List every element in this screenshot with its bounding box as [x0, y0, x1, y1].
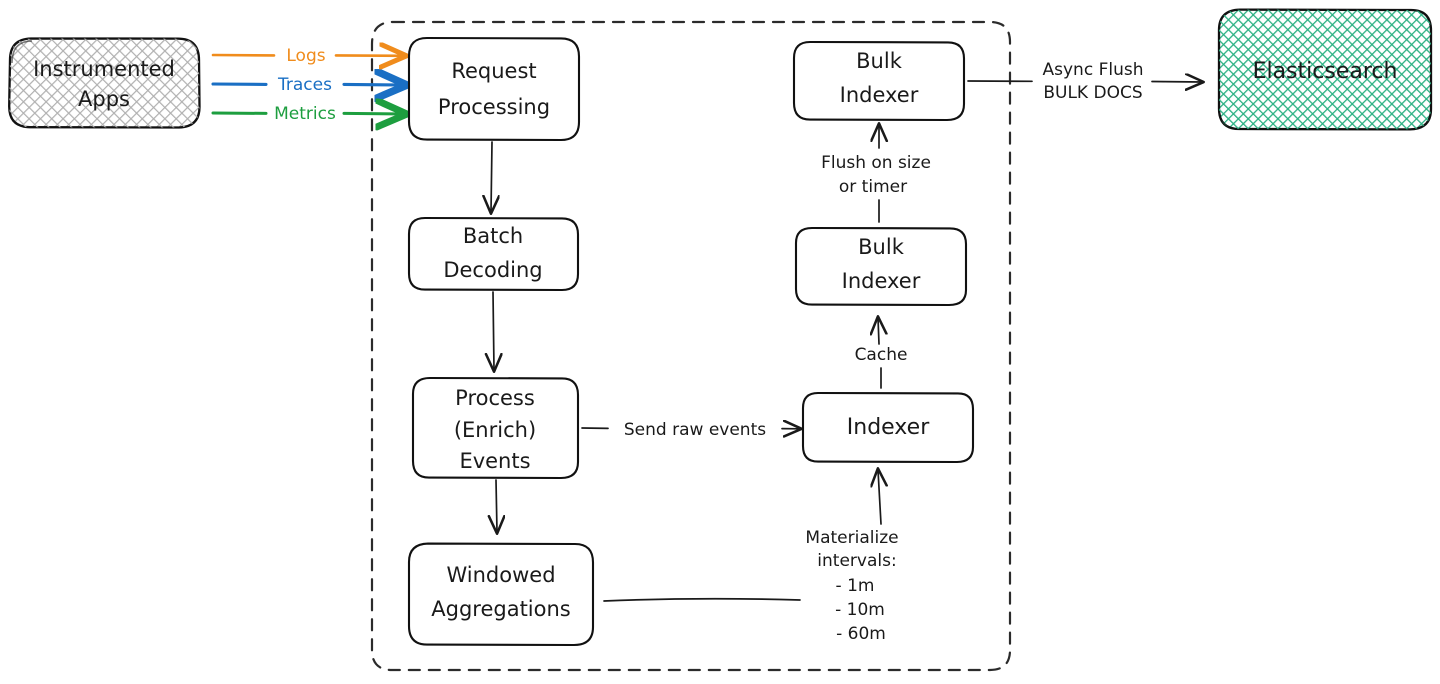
node-bulk-indexer-mid[interactable]: Bulk Indexer — [794, 226, 968, 307]
node-label-request-processing-2: Processing — [438, 95, 550, 119]
node-label-request-processing: Request — [451, 59, 536, 83]
edge-label-flush-2: or timer — [839, 177, 907, 197]
node-process-enrich-events[interactable]: Process (Enrich) Events — [411, 376, 580, 480]
edge-label-cache: Cache — [855, 345, 908, 365]
edge-materialize-intervals: Materialize intervals: - 1m - 10m - 60m — [805, 470, 899, 644]
node-bulk-indexer-top[interactable]: Bulk Indexer — [792, 40, 966, 122]
edge-batch-to-process — [493, 291, 494, 370]
edge-send-raw-events: Send raw events — [581, 420, 800, 440]
edge-windowed-to-materialize — [603, 597, 801, 602]
pipeline-boundary — [370, 20, 1012, 672]
edge-label-materialize-1: Materialize — [805, 528, 898, 548]
edge-label-flush-1: Flush on size — [821, 153, 931, 173]
edge-process-to-windowed — [496, 479, 497, 532]
node-label-instrumented-apps-2: Apps — [78, 87, 130, 111]
node-label-process-enrich-events: Process — [455, 386, 535, 410]
edge-label-logs: Logs — [286, 46, 325, 66]
node-label-bulk-indexer-mid: Bulk — [858, 235, 905, 259]
node-instrumented-apps[interactable]: Instrumented Apps — [8, 37, 201, 129]
node-label-process-enrich-events-2: (Enrich) — [454, 418, 536, 442]
edge-flush-on-size-or-timer: Flush on size or timer — [821, 125, 931, 223]
edge-traces: Traces — [211, 75, 404, 95]
node-label-windowed-aggregations-2: Aggregations — [431, 597, 570, 621]
node-label-bulk-indexer-top: Bulk — [856, 49, 903, 73]
node-label-process-enrich-events-3: Events — [459, 449, 530, 473]
node-label-bulk-indexer-mid-2: Indexer — [842, 269, 921, 293]
edge-label-traces: Traces — [277, 75, 332, 95]
edge-label-async-flush-2: BULK DOCS — [1043, 83, 1142, 103]
node-label-elasticsearch: Elasticsearch — [1253, 59, 1398, 84]
edge-metrics: Metrics — [211, 104, 404, 124]
edge-label-async-flush-1: Async Flush — [1043, 60, 1144, 80]
node-windowed-aggregations[interactable]: Windowed Aggregations — [407, 542, 595, 647]
edge-label-materialize-item-3: - 60m — [836, 624, 886, 644]
node-label-batch-decoding: Batch — [463, 224, 523, 248]
edge-async-flush-bulk-docs: Async Flush BULK DOCS — [967, 60, 1202, 103]
node-label-instrumented-apps: Instrumented — [33, 57, 175, 81]
node-label-indexer: Indexer — [847, 415, 930, 440]
edge-label-metrics: Metrics — [274, 104, 336, 124]
edge-request-to-batch — [491, 141, 492, 212]
edge-label-materialize-item-1: - 1m — [836, 576, 875, 596]
edge-label-materialize-item-2: - 10m — [835, 600, 885, 620]
node-elasticsearch[interactable]: Elasticsearch — [1217, 8, 1433, 131]
node-label-bulk-indexer-top-2: Indexer — [840, 83, 919, 107]
edge-cache: Cache — [855, 318, 908, 389]
node-batch-decoding[interactable]: Batch Decoding — [407, 216, 580, 292]
edge-logs: Logs — [211, 46, 404, 66]
node-indexer[interactable]: Indexer — [801, 391, 975, 464]
node-request-processing[interactable]: Request Processing — [407, 36, 581, 142]
node-label-batch-decoding-2: Decoding — [443, 258, 542, 282]
node-label-windowed-aggregations: Windowed — [446, 563, 555, 587]
edge-label-send-raw-events: Send raw events — [624, 420, 766, 440]
edge-label-materialize-2: intervals: — [817, 551, 896, 571]
